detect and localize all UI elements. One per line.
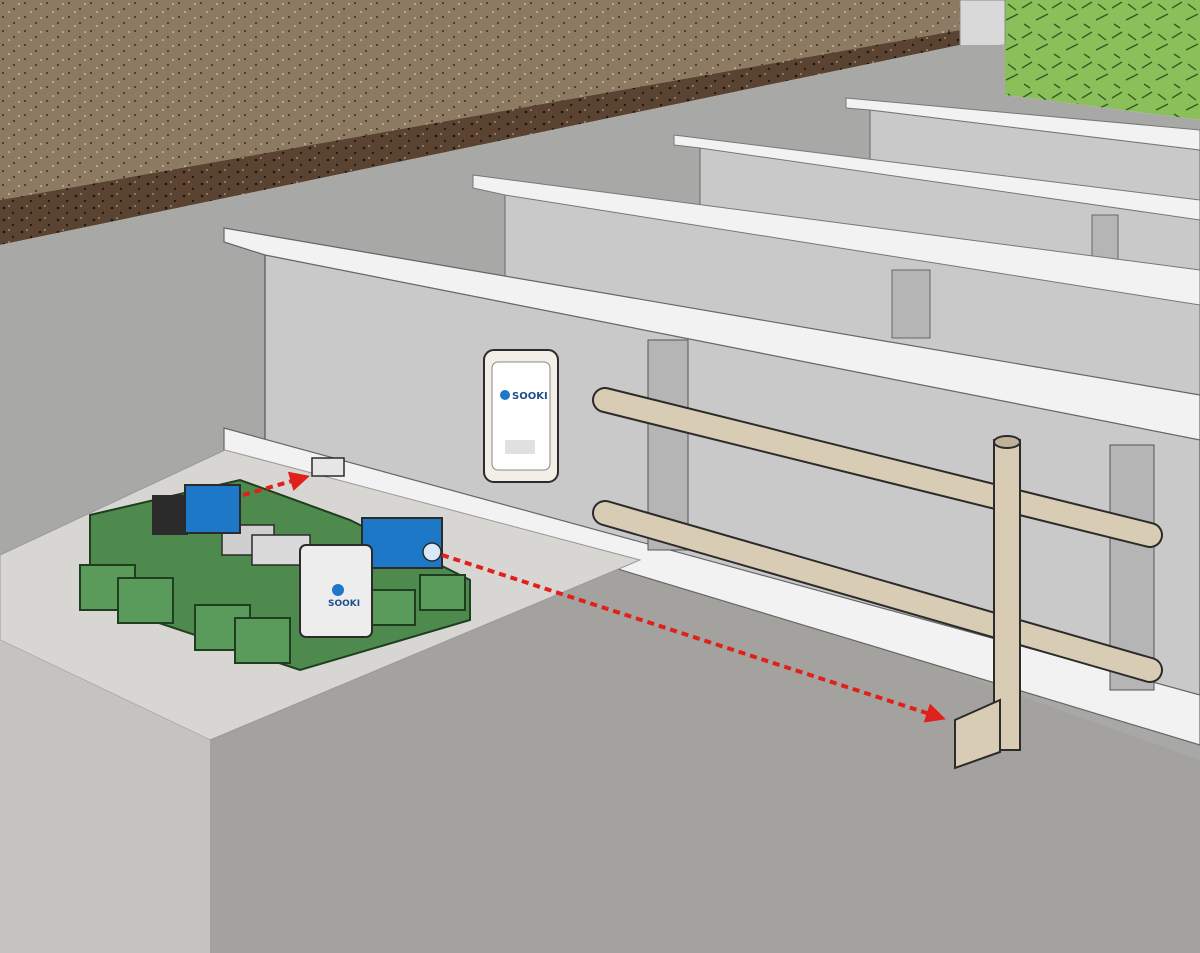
cloud-icon-2 bbox=[332, 584, 344, 596]
laser-sensor-a bbox=[152, 484, 241, 535]
base-logger-brand-label: SOOKI bbox=[328, 599, 360, 609]
wireless-logger: SOOKI bbox=[483, 349, 559, 483]
logger-brand-label: SOOKI bbox=[512, 391, 548, 402]
pipe-upper bbox=[592, 387, 1163, 548]
flange-sensor bbox=[311, 457, 345, 477]
target-pole bbox=[993, 435, 1021, 751]
abutment-face bbox=[0, 640, 210, 953]
arrow-to-target bbox=[441, 553, 946, 723]
reflector-target bbox=[954, 698, 1001, 770]
cloud-icon bbox=[500, 390, 510, 400]
pipe-lower bbox=[592, 500, 1163, 683]
girder-3 bbox=[673, 134, 1200, 286]
girder-2 bbox=[472, 174, 1200, 396]
soil-dark-band bbox=[0, 30, 960, 245]
soil-surface bbox=[0, 0, 960, 200]
ground-floor bbox=[210, 560, 1200, 953]
curb bbox=[959, 0, 1006, 49]
girder-4 bbox=[845, 97, 1200, 211]
arrow-to-flange bbox=[242, 471, 310, 497]
grass-area bbox=[1005, 0, 1200, 120]
laser-sensor-b bbox=[361, 517, 443, 569]
base-logger: SOOKI bbox=[299, 544, 373, 638]
